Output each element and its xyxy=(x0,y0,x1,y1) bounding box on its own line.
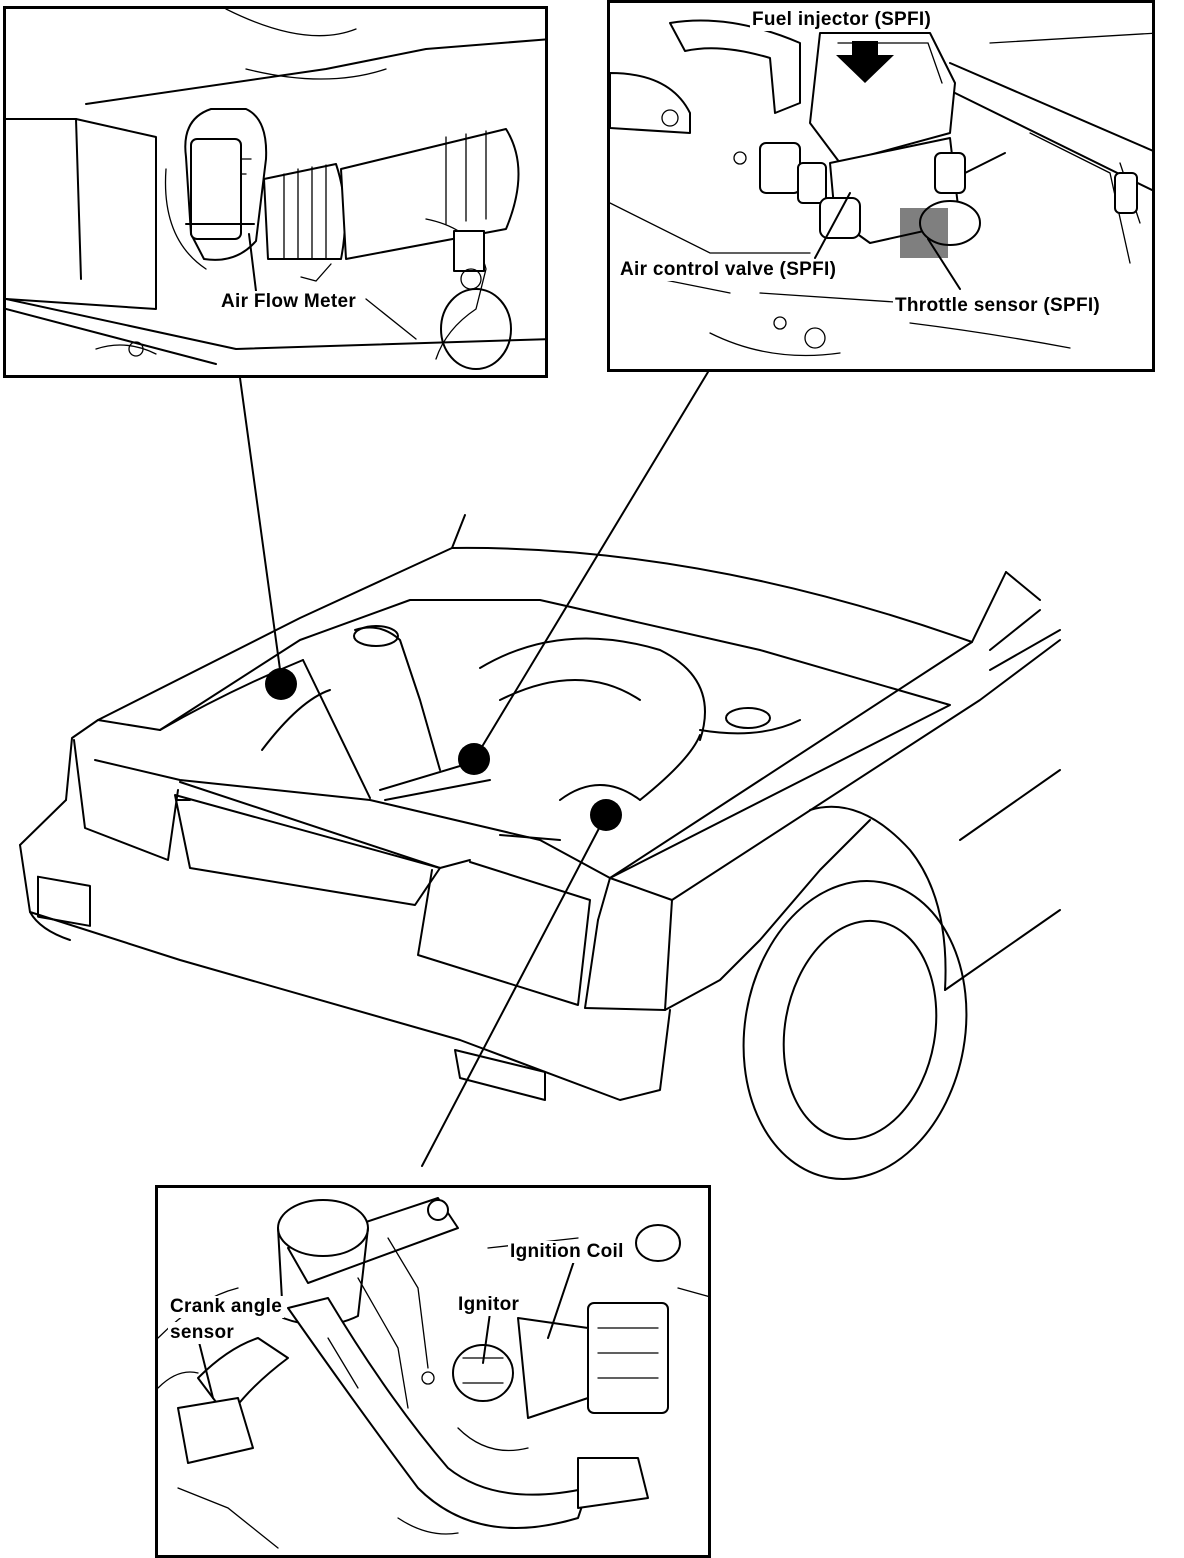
location-dot-icon xyxy=(590,799,622,831)
label-throttle-sensor: Throttle sensor (SPFI) xyxy=(893,295,1103,317)
location-dot-icon xyxy=(458,743,490,775)
down-arrow-icon xyxy=(836,41,894,83)
label-fuel-injector: Fuel injector (SPFI) xyxy=(750,9,934,31)
leader-lines xyxy=(239,371,709,1167)
label-crank-angle-sensor-line1: Crank angle xyxy=(168,1296,285,1318)
leader-line-ignition xyxy=(421,814,607,1167)
car-body-outline xyxy=(19,514,1061,1180)
location-dot-icon xyxy=(265,668,297,700)
panel-air-flow-meter: Air Flow Meter xyxy=(3,6,548,378)
label-air-control-valve: Air control valve (SPFI) xyxy=(618,259,839,281)
label-air-flow-meter: Air Flow Meter xyxy=(219,291,359,313)
label-ignitor: Ignitor xyxy=(456,1294,522,1316)
label-ignition-coil: Ignition Coil xyxy=(508,1241,626,1263)
panel-spfi: Fuel injector (SPFI) Air control valve (… xyxy=(607,0,1155,372)
leader-line-air-flow-meter xyxy=(239,377,283,685)
panel-ignition: Ignition Coil Ignitor Crank angle sensor xyxy=(155,1185,711,1558)
label-crank-angle-sensor-line2: sensor xyxy=(168,1322,237,1344)
air-flow-meter-illustration xyxy=(6,9,545,370)
ignition-illustration xyxy=(158,1197,708,1549)
leader-line-spfi xyxy=(473,371,709,761)
spfi-illustration xyxy=(610,19,1152,357)
